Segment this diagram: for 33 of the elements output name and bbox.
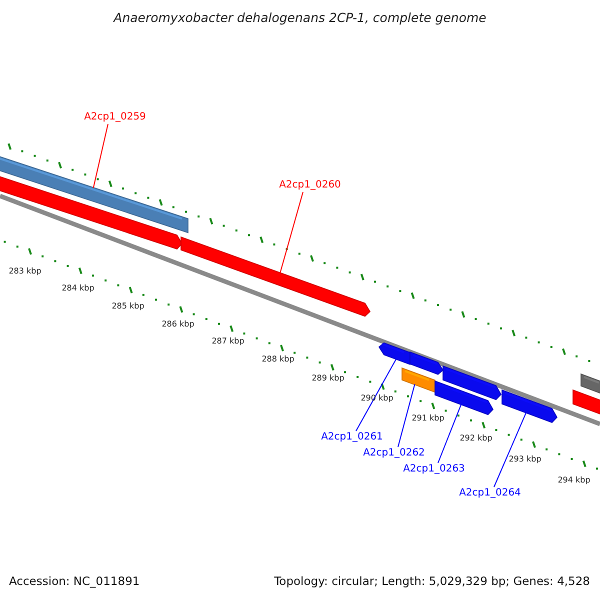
gene-block xyxy=(0,174,182,250)
scale-label: 288 kbp xyxy=(262,354,294,364)
gene-block xyxy=(410,351,444,375)
leader-line xyxy=(494,412,527,488)
accession-text: Accession: NC_011891 xyxy=(9,574,140,588)
gene-block xyxy=(580,373,600,396)
leader-line xyxy=(398,384,416,448)
map-title: Anaeromyxobacter dehalogenans 2CP-1, complete genome xyxy=(112,10,488,25)
gene-label: A2cp1_0263 xyxy=(403,464,465,474)
scale-label: 286 kbp xyxy=(162,320,194,328)
gene-label: A2cp1_0264 xyxy=(459,488,521,498)
scale-label: 294 kbp xyxy=(558,476,590,484)
gene-label: A2cp1_0259 xyxy=(84,112,146,122)
scale-label: 283 kbp xyxy=(8,266,42,276)
leader-line xyxy=(356,358,397,432)
scale-label: 291 kbp xyxy=(412,414,444,422)
scale-label: 287 kbp xyxy=(212,336,244,346)
gene-label: A2cp1_0260 xyxy=(279,180,341,190)
scale-label: 289 kbp xyxy=(312,374,344,382)
genome-info-text: Topology: circular; Length: 5,029,329 bp; Genes: 4,528 xyxy=(274,574,590,588)
scale-label: 293 kbp xyxy=(508,454,542,464)
leader-line xyxy=(92,124,108,188)
scale-label: 284 kbp xyxy=(62,284,94,292)
gene-block xyxy=(180,236,370,317)
gene-block xyxy=(502,389,558,423)
gene-label: A2cp1_0262 xyxy=(363,448,425,458)
scale-label: 292 kbp xyxy=(460,434,492,442)
gene-block xyxy=(442,365,502,400)
gene-block xyxy=(572,389,600,416)
gene-block xyxy=(378,342,410,366)
scale-label: 285 kbp xyxy=(112,302,144,310)
leader-line xyxy=(280,192,304,274)
gene-label: A2cp1_0261 xyxy=(321,432,383,442)
